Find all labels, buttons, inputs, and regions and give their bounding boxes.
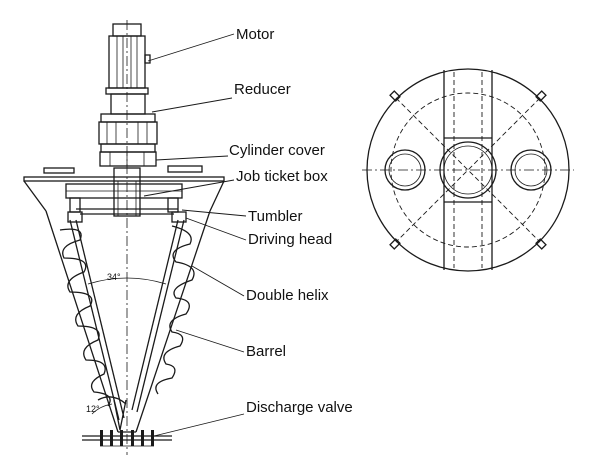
top-view-lugs xyxy=(389,90,547,250)
helix-angle-annotation: 12° xyxy=(86,403,113,415)
label-discharge-valve: Discharge valve xyxy=(246,399,353,416)
side-view: 34° 12° xyxy=(23,20,225,455)
leader-double-helix xyxy=(191,265,245,297)
reducer xyxy=(98,93,158,167)
top-view-right-port xyxy=(510,149,552,191)
leader-barrel xyxy=(175,329,245,353)
label-tumbler: Tumbler xyxy=(248,208,302,225)
label-reducer: Reducer xyxy=(234,81,291,98)
leader-discharge-valve xyxy=(153,413,245,437)
cone-angle-value: 34° xyxy=(107,272,121,282)
top-view xyxy=(362,68,574,272)
leader-tumbler xyxy=(181,209,247,217)
job-ticket-box xyxy=(23,180,225,213)
helix-angle-value: 12° xyxy=(86,404,100,414)
label-motor: Motor xyxy=(236,26,274,43)
driving-head xyxy=(67,211,187,223)
label-job-ticket-box: Job ticket box xyxy=(236,168,328,185)
leader-job-ticket-box xyxy=(143,179,235,197)
label-double-helix: Double helix xyxy=(246,287,329,304)
motor xyxy=(105,23,151,95)
label-driving-head: Driving head xyxy=(248,231,332,248)
leader-cylinder-cover xyxy=(155,155,229,161)
label-barrel: Barrel xyxy=(246,343,286,360)
leader-motor xyxy=(147,33,235,62)
top-view-center-port xyxy=(439,141,497,199)
label-cylinder-cover: Cylinder cover xyxy=(229,142,325,159)
double-helix xyxy=(59,219,195,431)
discharge-valve xyxy=(82,430,172,447)
tumbler xyxy=(76,208,178,215)
labels: Motor Reducer Cylinder cover Job ticket … xyxy=(143,26,353,437)
cone-angle-annotation: 34° xyxy=(87,272,167,285)
top-view-left-port xyxy=(384,149,426,191)
leader-reducer xyxy=(151,97,233,113)
leader-driving-head xyxy=(185,217,247,241)
